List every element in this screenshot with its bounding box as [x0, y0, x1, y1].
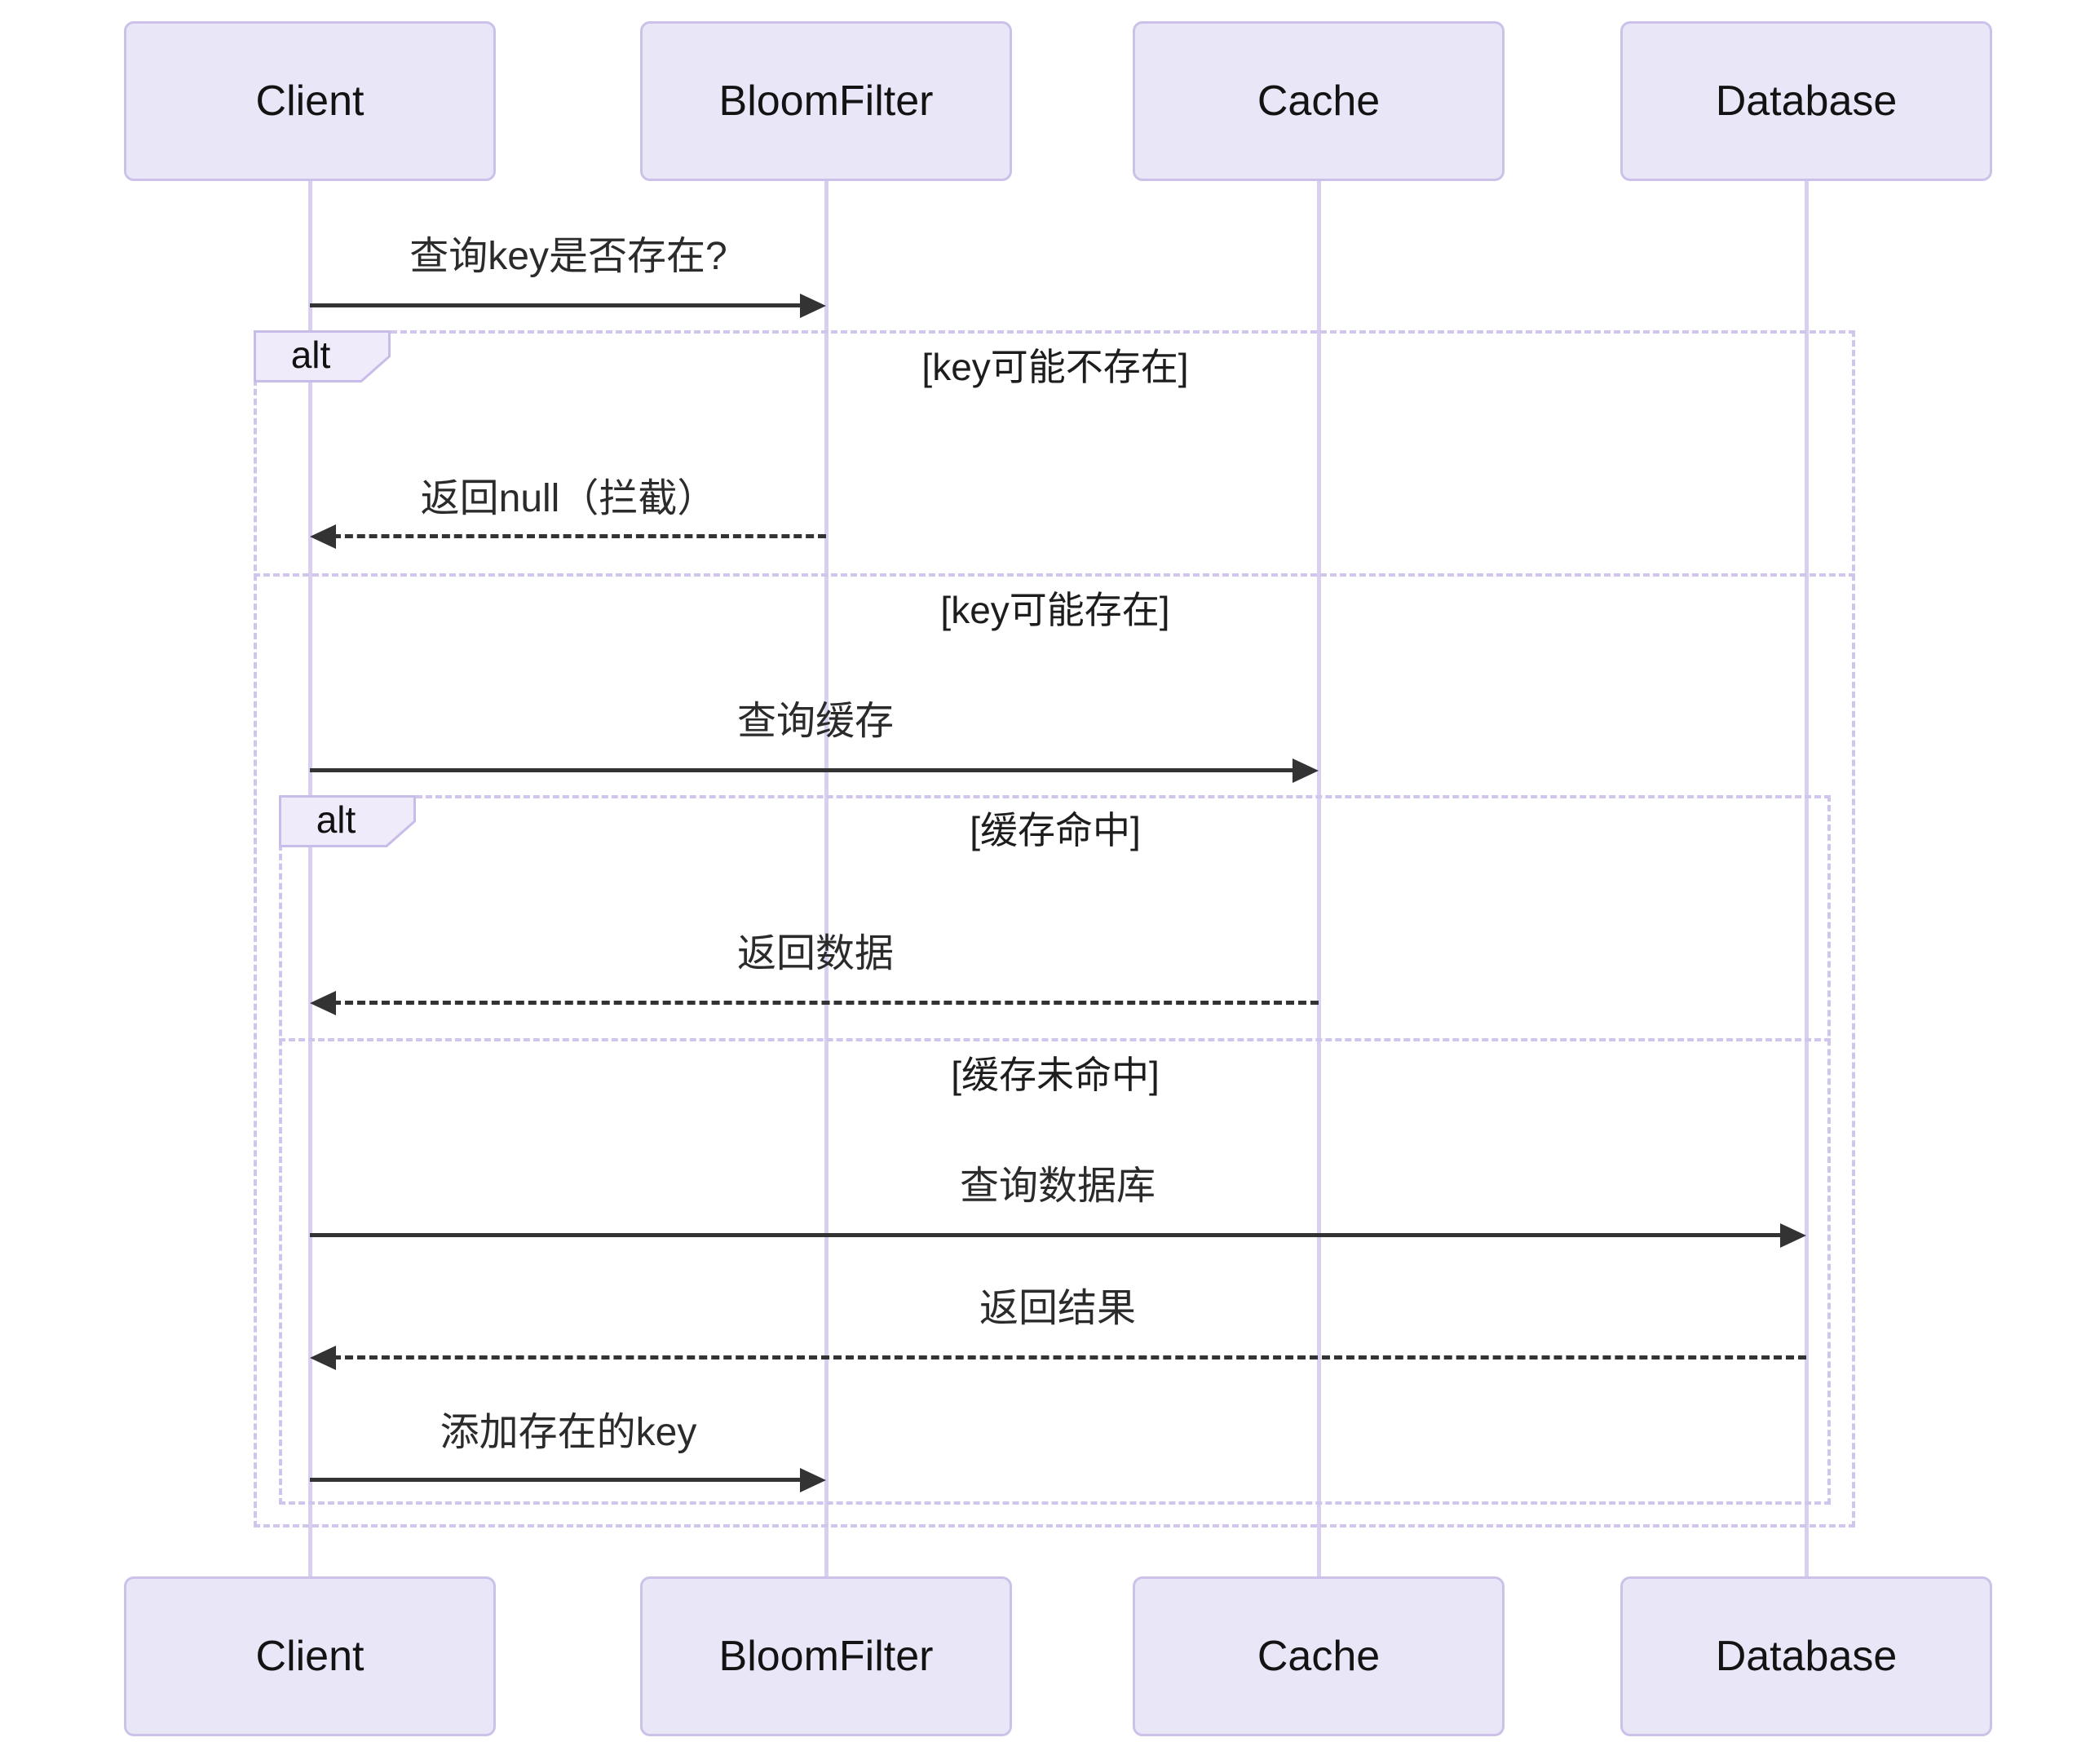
alt-operator-badge-outer: alt: [254, 330, 391, 382]
alt-badge-shape: [254, 330, 391, 382]
lifeline-database: [1805, 181, 1809, 1576]
message-arrow-line: [333, 534, 826, 538]
message-label: 查询key是否存在?: [409, 235, 727, 278]
alt-frame-outer: [254, 330, 1855, 1527]
arrowhead-right-icon: [1780, 1223, 1806, 1248]
arrowhead-left-icon: [310, 524, 336, 549]
participant-label: Database: [1715, 1633, 1898, 1680]
participant-label: Client: [255, 1633, 365, 1680]
lifeline-client: [308, 181, 312, 1576]
message-label: 返回结果: [979, 1287, 1136, 1330]
arrowhead-right-icon: [800, 294, 826, 318]
alt-frame-inner: [279, 795, 1831, 1505]
participant-box-database-top: Database: [1620, 21, 1992, 181]
participant-label: Client: [255, 77, 365, 125]
arrowhead-right-icon: [1293, 758, 1319, 783]
message-label: 查询缓存: [736, 700, 894, 743]
alt-condition-else-inner: [缓存未命中]: [951, 1054, 1160, 1096]
participant-box-client-top: Client: [124, 21, 496, 181]
alt-condition-if-outer: [key可能不存在]: [921, 346, 1189, 388]
participant-label: BloomFilter: [718, 77, 934, 125]
message-label: 查询数据库: [959, 1165, 1156, 1208]
alt-else-divider-outer: [254, 573, 1855, 577]
participant-box-bloomfilter-bottom: BloomFilter: [640, 1576, 1012, 1736]
message-label: 返回null（拦截）: [420, 477, 717, 520]
participant-label: Cache: [1257, 77, 1381, 125]
message-arrow-line: [333, 1001, 1319, 1005]
lifeline-bloomfilter: [824, 181, 829, 1576]
participant-box-bloomfilter-top: BloomFilter: [640, 21, 1012, 181]
participant-box-cache-bottom: Cache: [1133, 1576, 1505, 1736]
participant-box-client-bottom: Client: [124, 1576, 496, 1736]
message-arrow-line: [310, 303, 803, 307]
alt-condition-else-outer: [key可能存在]: [940, 589, 1170, 631]
alt-badge-shape: [279, 795, 416, 847]
alt-operator-text: alt: [290, 334, 331, 376]
message-arrow-line: [310, 1233, 1785, 1237]
participant-label: Cache: [1257, 1633, 1381, 1680]
alt-operator-text: alt: [316, 798, 356, 841]
alt-condition-if-inner: [缓存命中]: [970, 809, 1141, 851]
arrowhead-left-icon: [310, 991, 336, 1015]
message-arrow-line: [333, 1355, 1806, 1359]
arrowhead-left-icon: [310, 1346, 336, 1370]
participant-box-database-bottom: Database: [1620, 1576, 1992, 1736]
alt-else-divider-inner: [279, 1038, 1831, 1041]
message-label: 添加存在的key: [440, 1411, 697, 1454]
participant-box-cache-top: Cache: [1133, 21, 1505, 181]
message-arrow-line: [310, 768, 1297, 772]
lifeline-cache: [1317, 181, 1321, 1576]
participant-label: Database: [1715, 77, 1898, 125]
participant-label: BloomFilter: [718, 1633, 934, 1680]
arrowhead-right-icon: [800, 1468, 826, 1492]
alt-operator-badge-inner: alt: [279, 795, 416, 847]
message-arrow-line: [310, 1478, 803, 1482]
message-label: 返回数据: [736, 932, 894, 975]
